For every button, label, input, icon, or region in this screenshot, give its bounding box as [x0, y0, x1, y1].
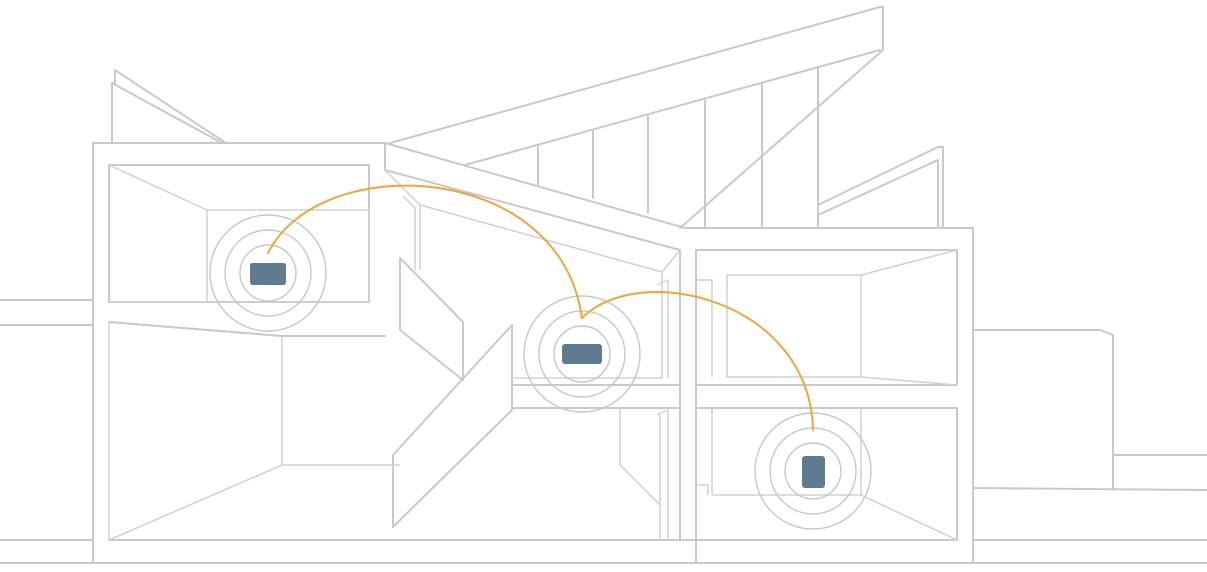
mesh-node-icon	[562, 344, 602, 364]
room-upper-right	[695, 249, 958, 386]
router-icon	[250, 263, 286, 285]
signal-rings-router	[209, 214, 327, 332]
connection-link	[267, 184, 583, 319]
site-lines	[0, 299, 1207, 564]
room-upper-left	[108, 164, 370, 303]
roof-structure	[111, 6, 944, 229]
room-lower-left	[108, 322, 400, 541]
connection-link	[581, 291, 814, 431]
signal-rings-middle	[523, 295, 641, 413]
room-lower-right	[695, 407, 958, 541]
house-shell	[92, 142, 974, 564]
mesh-node-icon	[802, 456, 825, 488]
